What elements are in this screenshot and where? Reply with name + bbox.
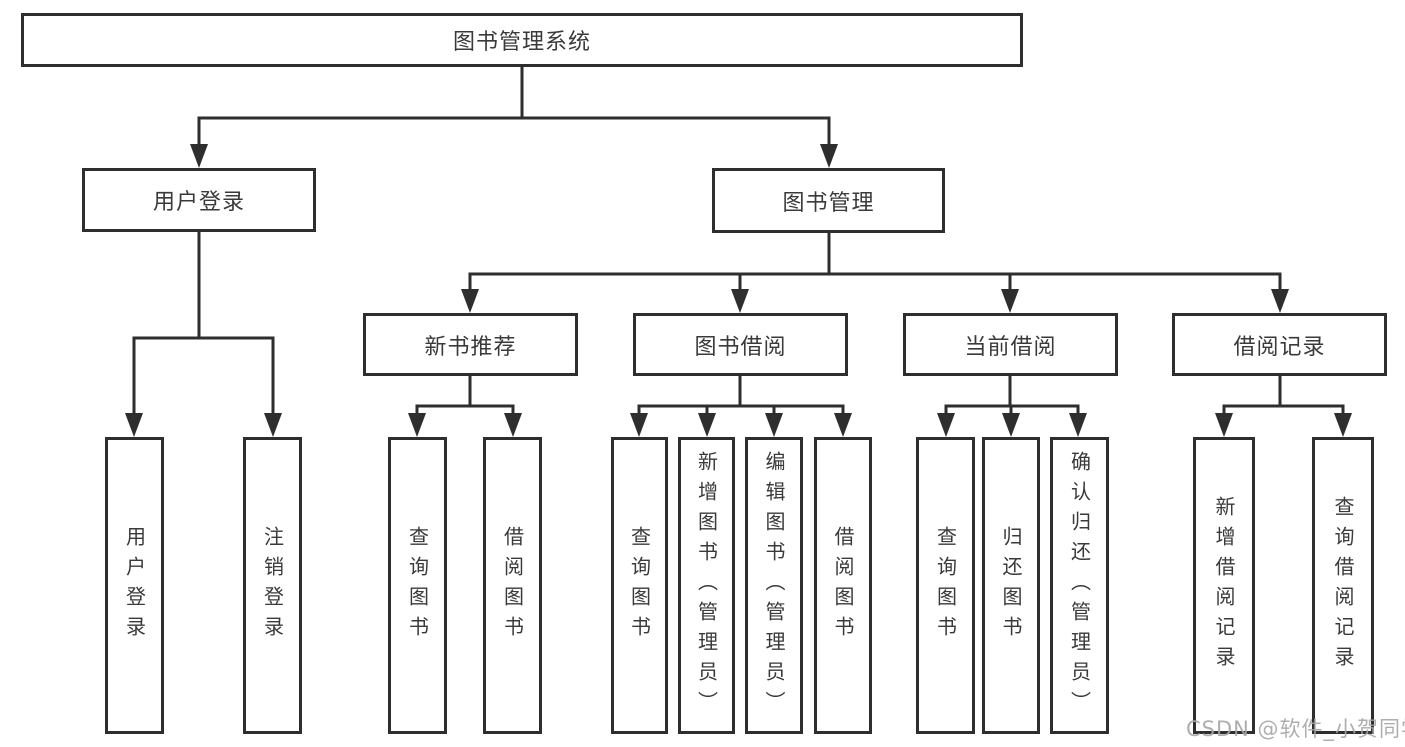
node-root: 图书管理系统	[21, 13, 1023, 67]
node-current-query: 查询图书	[916, 437, 975, 734]
arrowhead-icon	[698, 413, 716, 437]
node-label: 查询图书	[933, 525, 958, 646]
node-label: 图书借阅	[694, 334, 787, 360]
arrowhead-icon	[190, 144, 208, 168]
arrowhead-icon	[125, 413, 143, 437]
arrowhead-icon	[1215, 413, 1233, 437]
arrowhead-icon	[504, 413, 522, 437]
arrowhead-icon	[408, 413, 426, 437]
arrowhead-icon	[820, 144, 838, 168]
node-login: 用户登录	[82, 168, 316, 232]
node-label: 当前借阅	[964, 334, 1057, 360]
node-records: 借阅记录	[1172, 313, 1387, 376]
node-current-confirm: 确认归还（管理员）	[1050, 437, 1109, 734]
node-borrow: 图书借阅	[633, 313, 848, 376]
arrowhead-icon	[1271, 289, 1289, 313]
node-current-return: 归还图书	[982, 437, 1040, 734]
node-borrow-add: 新增图书（管理员）	[678, 437, 735, 734]
node-label: 归还图书	[999, 525, 1023, 646]
node-rec-borrow: 借阅图书	[483, 437, 542, 734]
node-borrow-borrow: 借阅图书	[814, 437, 872, 734]
node-label: 图书管理系统	[452, 30, 591, 55]
arrowhead-icon	[1002, 413, 1020, 437]
node-label: 借阅图书	[500, 525, 525, 646]
node-rec: 新书推荐	[363, 313, 578, 376]
node-records-add: 新增借阅记录	[1193, 437, 1255, 734]
node-label: 借阅记录	[1233, 334, 1326, 360]
node-label: 借阅图书	[831, 525, 855, 646]
node-label: 新增图书（管理员）	[694, 450, 719, 721]
arrowhead-icon	[1069, 413, 1087, 437]
node-login-logout: 注销登录	[243, 437, 302, 734]
node-rec-query: 查询图书	[388, 437, 447, 734]
arrowhead-icon	[461, 289, 479, 313]
arrowhead-icon	[834, 413, 852, 437]
arrowhead-icon	[1001, 289, 1019, 313]
node-borrow-query: 查询图书	[611, 437, 668, 734]
node-label: 用户登录	[152, 190, 245, 215]
node-label: 查询借阅记录	[1331, 495, 1355, 676]
arrowhead-icon	[1334, 413, 1352, 437]
node-records-query: 查询借阅记录	[1312, 437, 1374, 734]
node-label: 新增借阅记录	[1212, 495, 1236, 676]
node-login-user: 用户登录	[105, 437, 164, 734]
node-mgmt: 图书管理	[712, 168, 945, 233]
node-label: 新书推荐	[424, 334, 517, 360]
arrowhead-icon	[264, 413, 282, 437]
watermark-text: CSDN @软件_小贺同学	[1186, 717, 1405, 741]
node-label: 图书管理	[782, 190, 875, 216]
node-label: 查询图书	[405, 525, 430, 646]
node-label: 确认归还（管理员）	[1067, 450, 1092, 721]
node-label: 编辑图书（管理员）	[762, 450, 786, 721]
node-label: 注销登录	[260, 525, 285, 646]
node-label: 查询图书	[627, 525, 652, 646]
node-current: 当前借阅	[903, 313, 1118, 376]
arrowhead-icon	[765, 413, 783, 437]
arrowhead-icon	[630, 413, 648, 437]
arrowhead-icon	[731, 289, 749, 313]
arrowhead-icon	[937, 413, 955, 437]
node-label: 用户登录	[122, 525, 147, 646]
node-borrow-edit: 编辑图书（管理员）	[745, 437, 803, 734]
